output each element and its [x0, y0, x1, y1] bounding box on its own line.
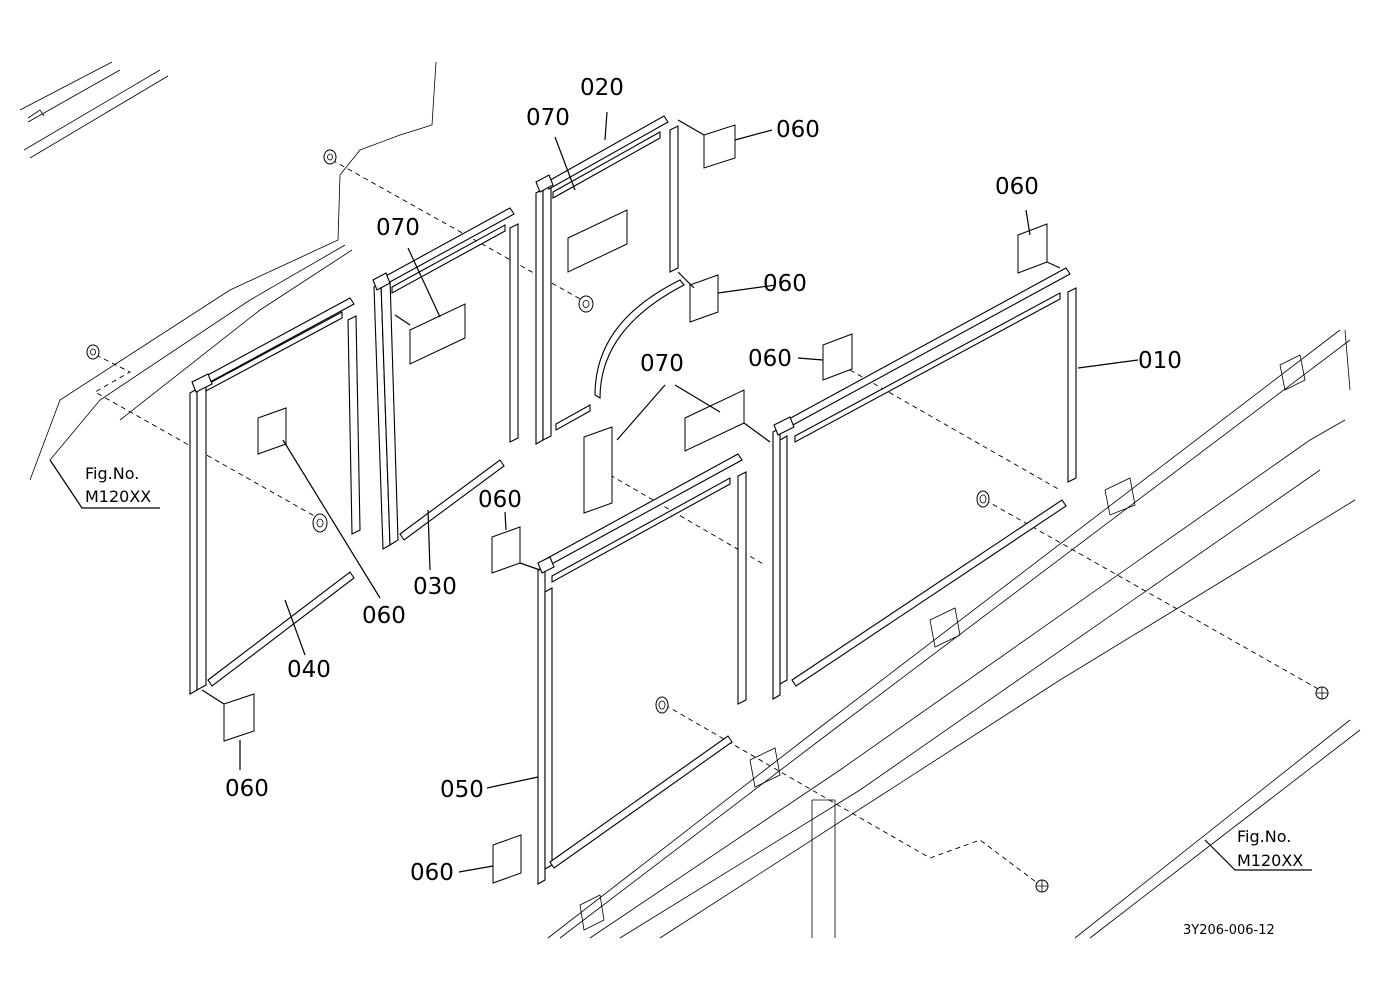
label-030: 030: [413, 574, 457, 600]
drawing-code: 3Y206-006-12: [1183, 923, 1275, 938]
label-060: 060: [995, 174, 1039, 200]
label-020: 020: [580, 75, 624, 101]
label-060: 060: [748, 346, 792, 372]
grommet-icon: [86, 344, 100, 360]
label-070: 070: [640, 351, 684, 377]
label-070: 070: [376, 215, 420, 241]
fig-ref-left: Fig.No. M120XX: [49, 459, 160, 509]
pad-060: [703, 124, 736, 169]
label-050: 050: [440, 777, 484, 803]
fig-title-left: Fig.No.: [85, 464, 139, 483]
label-060: 060: [763, 271, 807, 297]
bolt-icon: [1315, 686, 1329, 700]
label-060: 060: [478, 487, 522, 513]
pad-060: [491, 526, 521, 574]
panel-030: [372, 207, 519, 550]
label-040: 040: [287, 657, 331, 683]
pad-060: [1017, 223, 1048, 274]
pad-060: [822, 333, 853, 381]
assembly-lines: [94, 159, 1321, 886]
label-060: 060: [362, 603, 406, 629]
label-060: 060: [410, 860, 454, 886]
pad-070: [684, 389, 745, 452]
grommet-icon: [976, 490, 990, 508]
label-060: 060: [776, 117, 820, 143]
grommet-icon: [323, 149, 337, 165]
part-labels: 020 070 060 060 070 060 060 010 070 060 …: [225, 75, 1182, 886]
label-060: 060: [225, 776, 269, 802]
pad-060: [689, 274, 719, 323]
grommet-icon: [312, 513, 328, 533]
leader-lines: [201, 111, 1139, 873]
fig-title-right: Fig.No.: [1237, 827, 1291, 846]
grommet-icon: [655, 696, 669, 714]
label-070: 070: [526, 105, 570, 131]
pad-060: [223, 693, 255, 742]
pad-060: [492, 834, 522, 884]
fig-ref-right: Fig.No. M120XX: [1204, 827, 1312, 871]
grommets: [86, 149, 1329, 893]
panel-050: [537, 453, 747, 885]
panel-040: [189, 297, 361, 695]
bolt-icon: [1035, 879, 1049, 893]
pad-070: [583, 426, 613, 514]
panel-010: [772, 267, 1077, 700]
label-010: 010: [1138, 348, 1182, 374]
fig-number-left: M120XX: [85, 487, 151, 506]
cab-structure: [19, 61, 1361, 939]
panel-020: [535, 115, 685, 445]
pads: [223, 124, 1048, 884]
fig-number-right: M120XX: [1237, 851, 1303, 870]
grommet-icon: [578, 295, 594, 313]
